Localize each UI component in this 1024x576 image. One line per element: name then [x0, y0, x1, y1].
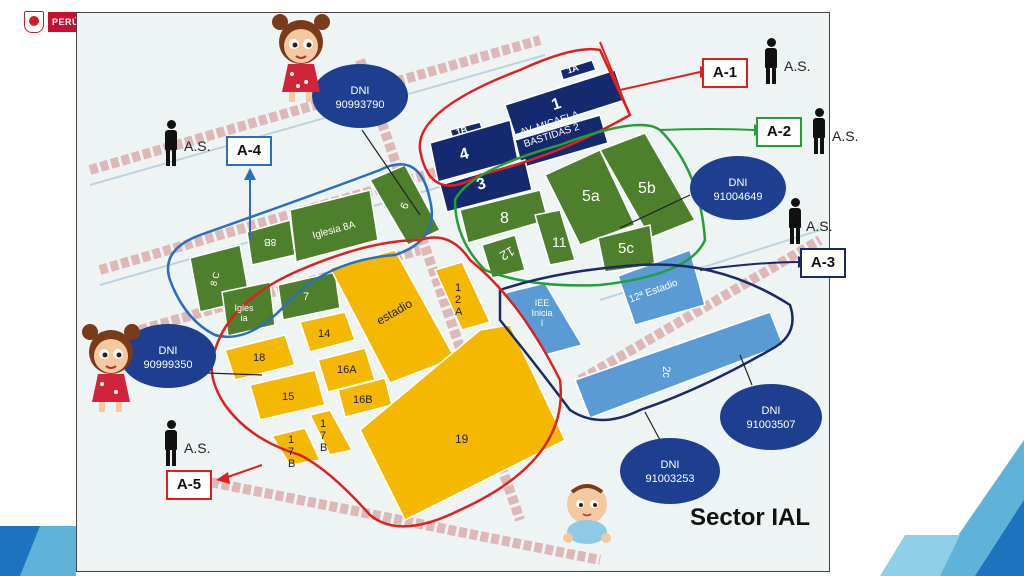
zone-box-a3: A-3 [800, 248, 846, 278]
outline-a5 [210, 236, 563, 528]
label-block-5b: 5b [638, 180, 656, 197]
as-label: A.S. [784, 58, 811, 74]
dni-bubble: DNI 91004649 [690, 156, 786, 220]
cartoon-girl-icon [82, 324, 140, 412]
person-icon [812, 108, 826, 154]
green-blocks [189, 132, 697, 337]
zone-arrows [224, 41, 801, 479]
navy-blocks [429, 59, 626, 213]
block-1a [559, 59, 598, 81]
label-block-11: 11 [552, 234, 567, 250]
label-block-iglesia: Igles ia [234, 303, 254, 323]
block-12a [433, 261, 492, 331]
logo-text: PERÚ [48, 12, 84, 32]
label-block-14: 14 [318, 328, 331, 340]
block-6 [368, 164, 442, 246]
as-label: A.S. [184, 440, 211, 456]
dni-number: 90993790 [335, 99, 385, 111]
dni-number: 91004649 [713, 191, 763, 203]
outline-a3 [498, 263, 794, 422]
dni-bubble: DNI 91003253 [620, 438, 720, 504]
zone-box-a4: A-4 [226, 136, 272, 166]
person-icon [764, 38, 778, 84]
dni-label: DNI [728, 177, 748, 189]
block-18 [224, 334, 296, 381]
block-iee-inicial [503, 282, 584, 356]
label-block-12a: 1 2 A [455, 282, 463, 318]
label-block-18: 18 [253, 352, 266, 364]
block-12 [481, 234, 526, 279]
person-icon [788, 198, 802, 244]
block-17b-left [270, 427, 322, 466]
block-4 [429, 119, 519, 183]
label-block-16b: 16B [353, 394, 373, 406]
label-block-17b-right: 1 7 B [320, 418, 328, 454]
label-block-19: 19 [455, 432, 469, 446]
person-icon [164, 120, 178, 166]
block-iglesia [221, 281, 276, 337]
person-icon [164, 420, 178, 466]
block-17b-right [308, 409, 354, 456]
label-block-7: 7 [303, 291, 310, 303]
label-block-16a: 16A [337, 364, 357, 376]
dni-label: DNI [158, 345, 178, 357]
label-block-8b: 8B [264, 236, 277, 247]
dni-number: 90999350 [143, 359, 193, 371]
dni-label: DNI [660, 459, 680, 471]
dni-label: DNI [350, 85, 370, 97]
zone-outlines [166, 47, 794, 528]
dni-number: 91003507 [746, 419, 796, 431]
block-19 [359, 324, 566, 522]
dni-number: 91003253 [645, 473, 695, 485]
coat-of-arms-icon [24, 11, 44, 33]
block-14 [299, 311, 356, 353]
as-label: A.S. [806, 218, 833, 234]
block-5b [598, 132, 697, 239]
dni-label: DNI [761, 405, 781, 417]
block-15 [249, 369, 326, 421]
as-label: A.S. [832, 128, 859, 144]
zone-box-a2: A-2 [756, 117, 802, 147]
yellow-blocks [224, 249, 566, 522]
block-8b [246, 219, 296, 266]
label-block-17b-left: 1 7 B [288, 434, 296, 470]
outline-a1 [418, 47, 632, 187]
block-11 [534, 209, 576, 266]
peru-logo: PERÚ [22, 10, 84, 34]
label-block-8: 8 [500, 210, 509, 227]
label-block-5a: 5a [582, 188, 600, 205]
zone-box-a5: A-5 [166, 470, 212, 500]
zone-box-a1: A-1 [702, 58, 748, 88]
block-2c [574, 311, 784, 419]
block-5a [543, 149, 637, 246]
sector-title: Sector IAL [690, 504, 811, 531]
label-block-2c: 2c [659, 366, 672, 378]
label-block-5c: 5c [618, 240, 634, 257]
cartoon-baby-icon [563, 484, 611, 544]
outline-a4 [166, 163, 433, 339]
outline-a2 [453, 123, 707, 287]
label-block-15: 15 [282, 391, 295, 403]
as-label: A.S. [184, 138, 211, 154]
lightblue-blocks [503, 249, 784, 419]
block-12-estadio [617, 249, 706, 326]
dni-bubble: DNI 91003507 [720, 384, 822, 450]
dni-bubble: DNI 90993790 [312, 64, 408, 128]
label-block-iee: IEE Inicia l [531, 298, 553, 328]
cartoon-girl-icon [272, 14, 330, 102]
